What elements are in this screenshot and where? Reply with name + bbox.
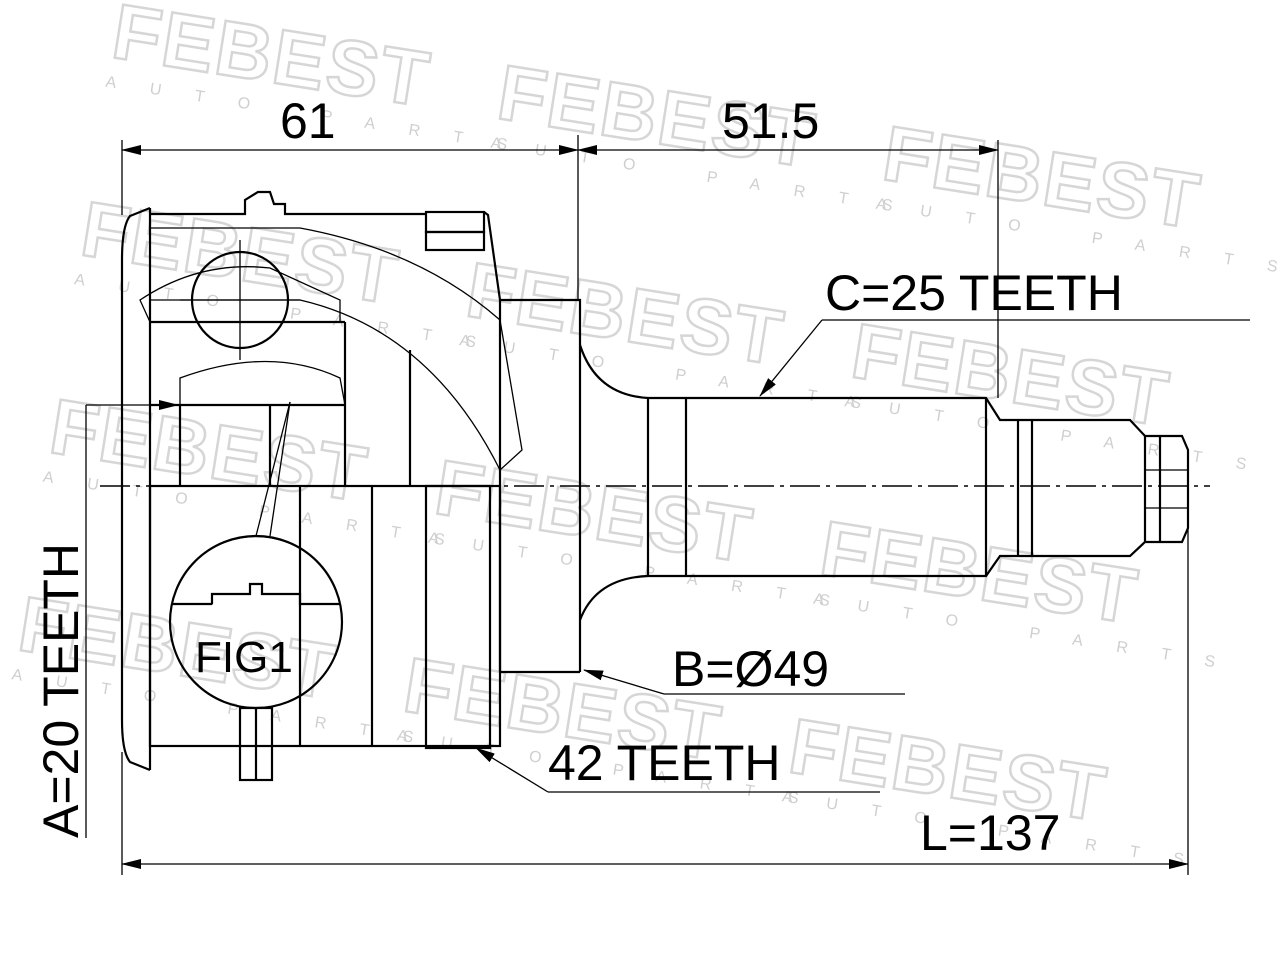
dimension-total-length: L=137 xyxy=(121,528,1189,875)
callout-a-teeth: A=20 TEETH xyxy=(33,400,179,838)
callout-a-teeth-label: A=20 TEETH xyxy=(33,543,89,838)
callout-abs-teeth: 42 TEETH xyxy=(475,735,880,793)
fig1-label: FIG1 xyxy=(195,633,293,682)
callout-c-teeth: C=25 TEETH xyxy=(759,265,1250,397)
callout-c-teeth-label: C=25 TEETH xyxy=(825,265,1123,321)
dimension-61: 61 xyxy=(121,93,579,300)
detail-fig1: FIG1 xyxy=(168,401,344,782)
dimension-total-length-label: L=137 xyxy=(920,805,1060,861)
dimension-61-label: 61 xyxy=(280,93,336,149)
dimension-51-5: 51.5 xyxy=(577,93,999,398)
output-shaft xyxy=(578,344,1190,621)
callout-b-diameter: B=Ø49 xyxy=(583,641,905,697)
joint-housing xyxy=(120,190,582,772)
callout-b-diameter-label: B=Ø49 xyxy=(672,641,829,697)
callout-abs-teeth-label: 42 TEETH xyxy=(548,735,781,791)
dimension-51-5-label: 51.5 xyxy=(722,93,819,149)
